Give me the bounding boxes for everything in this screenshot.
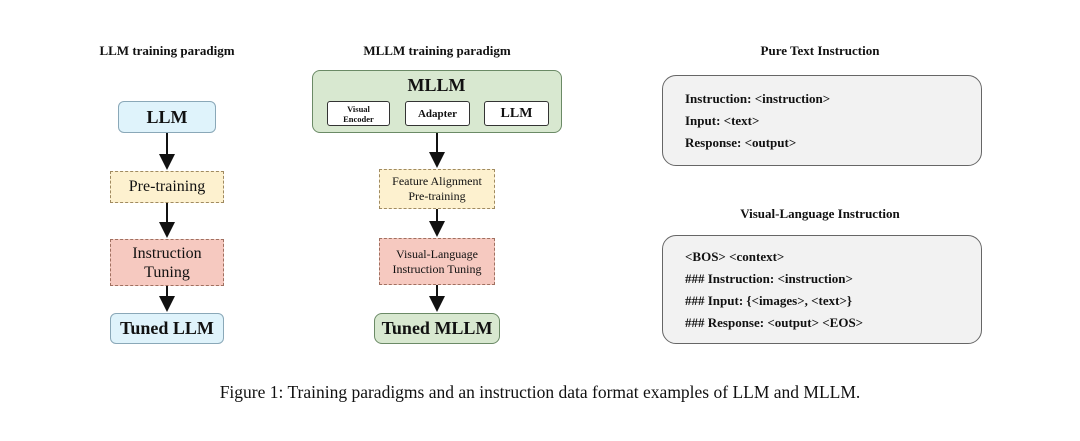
visual-language-panel: <BOS> <context> ### Instruction: <instru…	[662, 235, 982, 344]
feature-alignment-box: Feature Alignment Pre-training	[379, 169, 495, 209]
instruction-tuning-line-2: Tuning	[144, 263, 190, 281]
vl-line: ### Input: {<images>, <text>}	[685, 293, 852, 308]
visual-encoder-line-1: Visual	[347, 103, 370, 114]
vl-tuning-line-1: Visual-Language	[396, 246, 478, 261]
pure-text-line: Instruction: <instruction>	[685, 91, 831, 106]
mllm-container: MLLM Visual Encoder Adapter LLM	[312, 70, 562, 133]
tuned-llm-box: Tuned LLM	[110, 313, 224, 344]
vl-line: ### Response: <output> <EOS>	[685, 315, 864, 330]
visual-encoder-box: Visual Encoder	[327, 101, 390, 126]
vl-line: ### Instruction: <instruction>	[685, 271, 853, 286]
instruction-tuning-line-1: Instruction	[132, 244, 202, 262]
tuned-mllm-box: Tuned MLLM	[374, 313, 500, 344]
pure-text-title: Pure Text Instruction	[760, 43, 880, 58]
figure-caption: Figure 1: Training paradigms and an inst…	[219, 382, 861, 402]
instruction-tuning-box: Instruction Tuning	[110, 239, 224, 286]
feature-alignment-line-2: Pre-training	[408, 189, 466, 203]
visual-language-title: Visual-Language Instruction	[740, 206, 900, 221]
pure-text-panel: Instruction: <instruction> Input: <text>…	[662, 75, 982, 166]
mllm-paradigm-title: MLLM training paradigm	[363, 43, 511, 58]
mllm-label: MLLM	[407, 75, 466, 95]
pretraining-box: Pre-training	[110, 171, 224, 203]
llm-box: LLM	[118, 101, 216, 133]
feature-alignment-line-1: Feature Alignment	[392, 174, 482, 188]
llm-paradigm-title: LLM training paradigm	[99, 43, 235, 58]
vl-tuning-line-2: Instruction Tuning	[392, 261, 482, 276]
inner-llm-box: LLM	[484, 101, 549, 126]
pure-text-line: Response: <output>	[685, 135, 797, 150]
vl-line: <BOS> <context>	[685, 249, 785, 264]
vl-instruction-tuning-box: Visual-Language Instruction Tuning	[379, 238, 495, 285]
pure-text-line: Input: <text>	[685, 113, 760, 128]
adapter-box: Adapter	[405, 101, 470, 126]
visual-encoder-line-2: Encoder	[343, 113, 374, 124]
